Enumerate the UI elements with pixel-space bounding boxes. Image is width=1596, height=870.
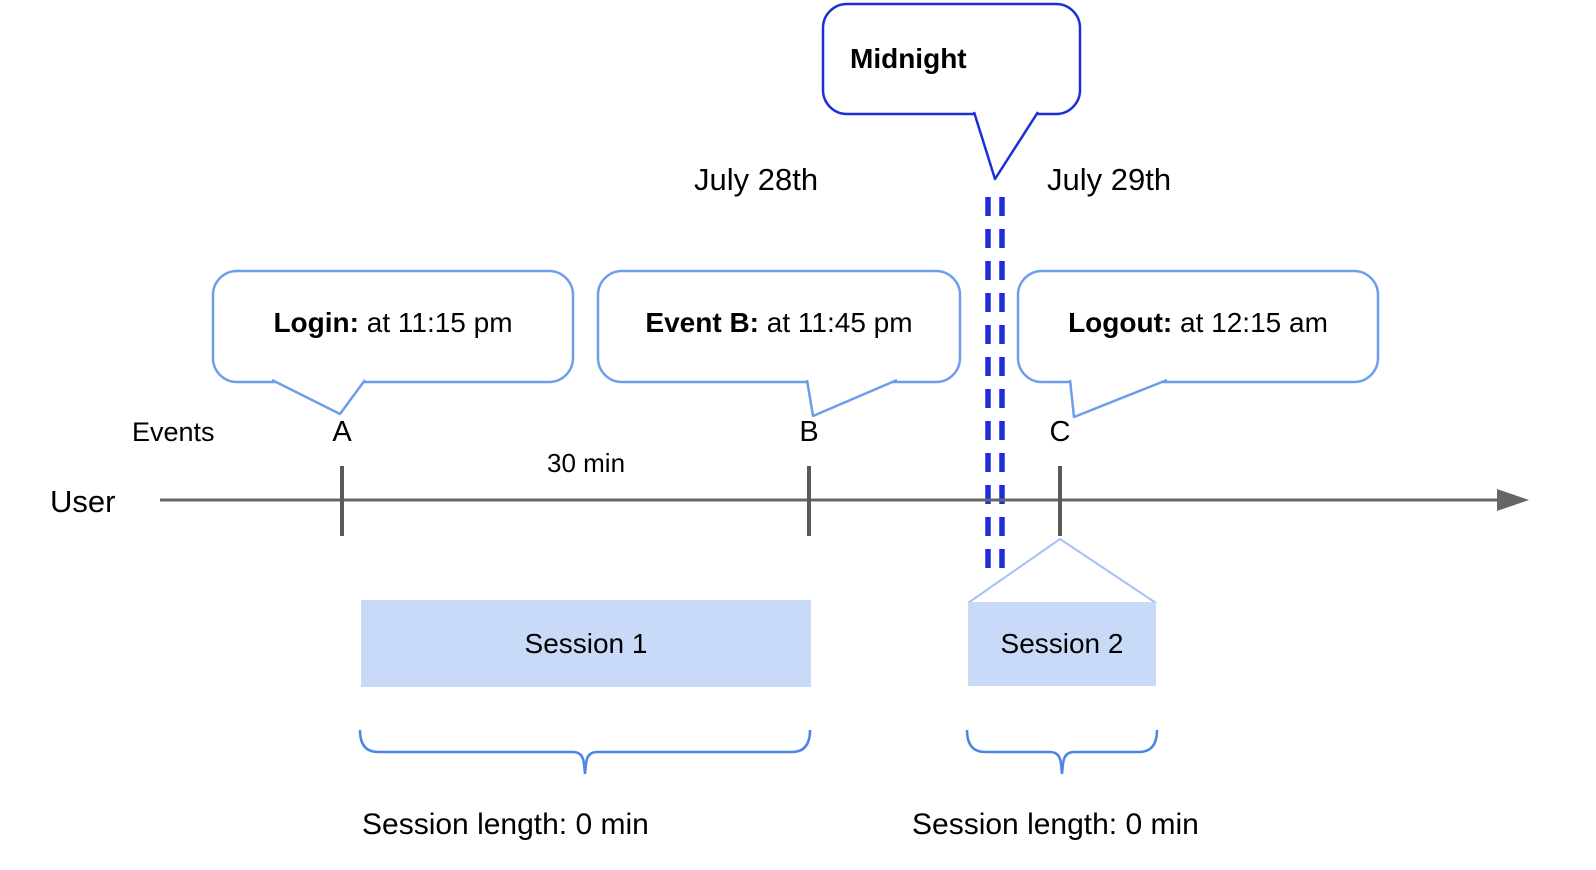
event-b-callout-text: Event B: at 11:45 pm [598, 307, 960, 339]
events-axis-label: Events [132, 417, 215, 447]
event-b-bubble [596, 269, 962, 384]
session2-length-label: Session length: 0 min [912, 808, 1199, 841]
session2-funnel-lines [967, 537, 1157, 604]
event-b-bubble-tail [805, 378, 898, 418]
event-b-callout-title: Event B: [645, 307, 759, 338]
logout-bubble [1016, 269, 1380, 384]
session2-label: Session 2 [1000, 628, 1124, 659]
login-callout-detail: at 11:15 pm [358, 307, 513, 338]
logout-callout-text: Logout: at 12:15 am [1018, 307, 1378, 339]
midnight-bubble-tail [972, 111, 1040, 181]
session1-box: Session 1 [361, 600, 811, 687]
event-marker-b: B [799, 416, 819, 448]
session2-box: Session 2 [968, 602, 1156, 686]
date-july-29: July 29th [1047, 162, 1172, 197]
login-callout-title: Login: [273, 307, 359, 338]
session1-label: Session 1 [524, 627, 648, 659]
login-bubble-tail [271, 378, 367, 416]
logout-callout-detail: at 12:15 am [1172, 307, 1328, 338]
event-b-callout-detail: at 11:45 pm [759, 307, 913, 338]
midnight-label: Midnight [850, 43, 967, 74]
login-bubble [211, 269, 575, 384]
logout-bubble-tail [1068, 378, 1168, 419]
session2-brace [965, 729, 1159, 775]
session1-brace [358, 729, 812, 775]
session1-length-label: Session length: 0 min [362, 808, 649, 841]
logout-callout-title: Logout: [1068, 307, 1173, 338]
login-callout-text: Login: at 11:15 pm [213, 307, 573, 339]
event-marker-c: C [1049, 416, 1071, 448]
event-marker-a: A [332, 416, 352, 448]
timeline-arrowhead-icon [1497, 489, 1529, 511]
midnight-bubble [821, 2, 1082, 116]
date-july-28: July 28th [694, 162, 819, 197]
interval-label: 30 min [547, 448, 626, 478]
user-axis-label: User [50, 484, 116, 519]
